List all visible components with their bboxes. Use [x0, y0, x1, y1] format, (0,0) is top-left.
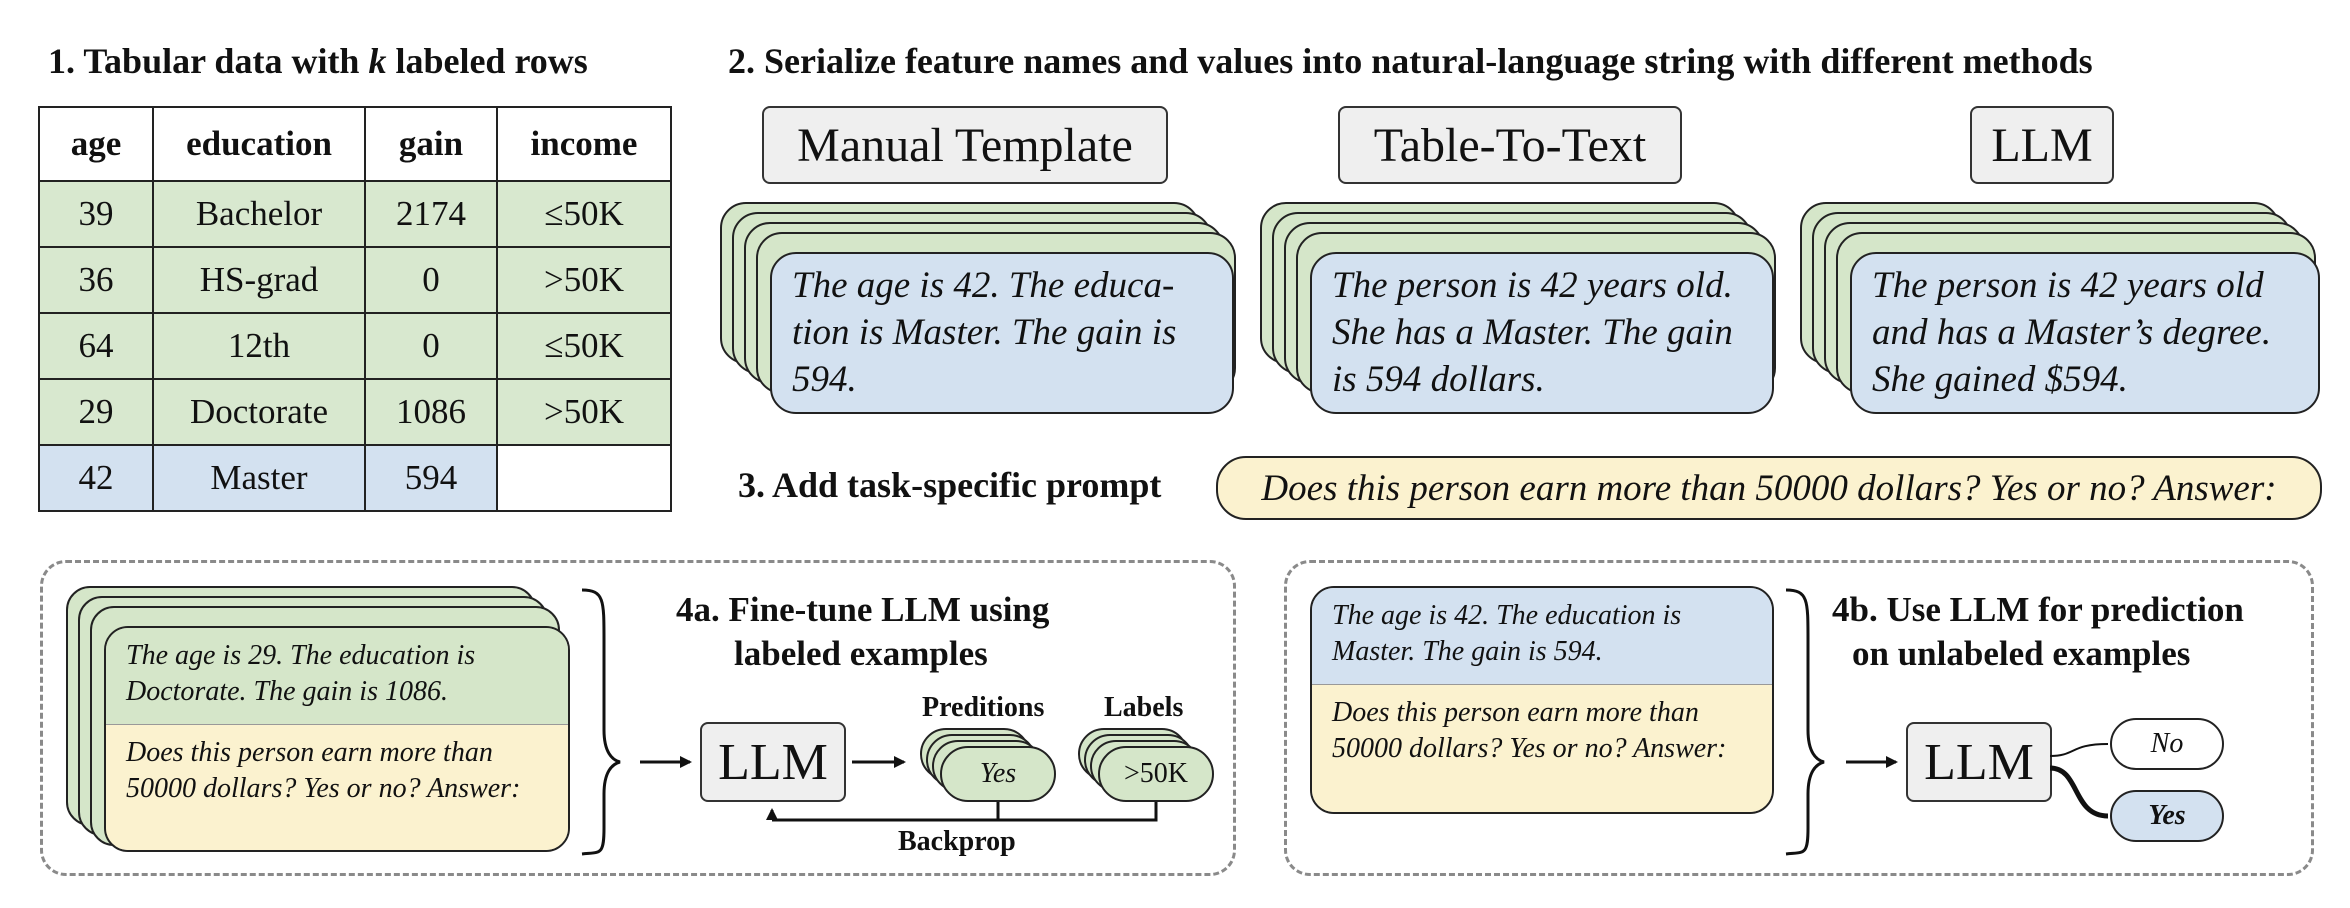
unlabeled-example-card: The age is 42. The education is Master. … [1310, 586, 1774, 814]
table-cell: Bachelor [152, 180, 366, 248]
serialized-text-card: The person is 42 years old and has a Mas… [1850, 252, 2320, 414]
step3-heading: 3. Add task-specific prompt [738, 465, 1162, 505]
step4a-heading-line2: labeled examples [734, 634, 988, 673]
table-header: age [38, 106, 154, 182]
step4a-heading-line1: 4a. Fine-tune LLM using [676, 590, 1050, 629]
table-cell: >50K [496, 246, 672, 314]
llm-box-finetune: LLM [700, 722, 846, 802]
table-cell-empty [496, 444, 672, 512]
step1-k: k [368, 41, 387, 81]
table-header: income [496, 106, 672, 182]
step2-heading: 2. Serialize feature names and values in… [728, 41, 2093, 81]
table-row: 39 Bachelor 2174 ≤50K [38, 180, 672, 248]
table-cell: ≤50K [496, 312, 672, 380]
option-yes-pill: Yes [2110, 790, 2224, 842]
table-cell: 594 [364, 444, 498, 512]
table-cell: 64 [38, 312, 154, 380]
example-serialized-text: The age is 29. The education is Doctorat… [106, 628, 568, 724]
table-cell: HS-grad [152, 246, 366, 314]
task-prompt-pill: Does this person earn more than 50000 do… [1216, 456, 2322, 520]
method-label-manual-template: Manual Template [762, 106, 1168, 184]
brace-4b [1785, 588, 1825, 856]
branch-to-yes [2049, 765, 2109, 819]
method-label-table-to-text: Table-To-Text [1338, 106, 1682, 184]
backprop-loop [996, 802, 1158, 822]
table-cell: 39 [38, 180, 154, 248]
example-prompt-text: Does this person earn more than 50000 do… [1312, 684, 1772, 812]
llm-box-predict: LLM [1906, 722, 2052, 802]
finetune-example-card: The age is 29. The education is Doctorat… [104, 626, 570, 852]
table-cell: 12th [152, 312, 366, 380]
branch-to-no [2049, 743, 2109, 757]
serialized-text-card: The person is 42 years old. She has a Ma… [1310, 252, 1774, 414]
table-cell: 29 [38, 378, 154, 446]
prediction-pill: Yes [940, 746, 1056, 802]
table-cell: 1086 [364, 378, 498, 446]
table-cell: ≤50K [496, 180, 672, 248]
label-pill: >50K [1098, 746, 1214, 802]
serialized-text-card: The age is 42. The educa-tion is Master.… [770, 252, 1234, 414]
table-header: gain [364, 106, 498, 182]
table-header-row: age education gain income [38, 106, 672, 182]
step4b-heading-line2: on unlabeled examples [1852, 634, 2191, 673]
table-cell: Doctorate [152, 378, 366, 446]
backprop-label: Backprop [898, 826, 1016, 857]
brace-4a [581, 588, 621, 856]
table-cell: 0 [364, 312, 498, 380]
finetune-panel [40, 560, 1236, 876]
option-no-pill: No [2110, 718, 2224, 770]
example-prompt-text: Does this person earn more than 50000 do… [106, 724, 568, 850]
table-row-unlabeled: 42 Master 594 [38, 444, 672, 512]
table-row: 36 HS-grad 0 >50K [38, 246, 672, 314]
table-cell: 0 [364, 246, 498, 314]
table-cell: Master [152, 444, 366, 512]
prediction-panel [1284, 560, 2314, 876]
table-cell: >50K [496, 378, 672, 446]
step1-suffix: labeled rows [386, 41, 588, 81]
table-header: education [152, 106, 366, 182]
table-cell: 42 [38, 444, 154, 512]
table-row: 29 Doctorate 1086 >50K [38, 378, 672, 446]
table-cell: 36 [38, 246, 154, 314]
step1-prefix: 1. Tabular data with [48, 41, 369, 81]
table-cell: 2174 [364, 180, 498, 248]
predictions-label: Preditions [922, 692, 1045, 723]
table-row: 64 12th 0 ≤50K [38, 312, 672, 380]
step4b-heading-line1: 4b. Use LLM for prediction [1832, 590, 2244, 629]
method-label-llm: LLM [1970, 106, 2114, 184]
example-serialized-text: The age is 42. The education is Master. … [1312, 588, 1772, 684]
tabular-data-table: age education gain income 39 Bachelor 21… [38, 106, 672, 512]
labels-label: Labels [1104, 692, 1184, 723]
step1-heading: 1. Tabular data with k labeled rows [48, 40, 588, 82]
